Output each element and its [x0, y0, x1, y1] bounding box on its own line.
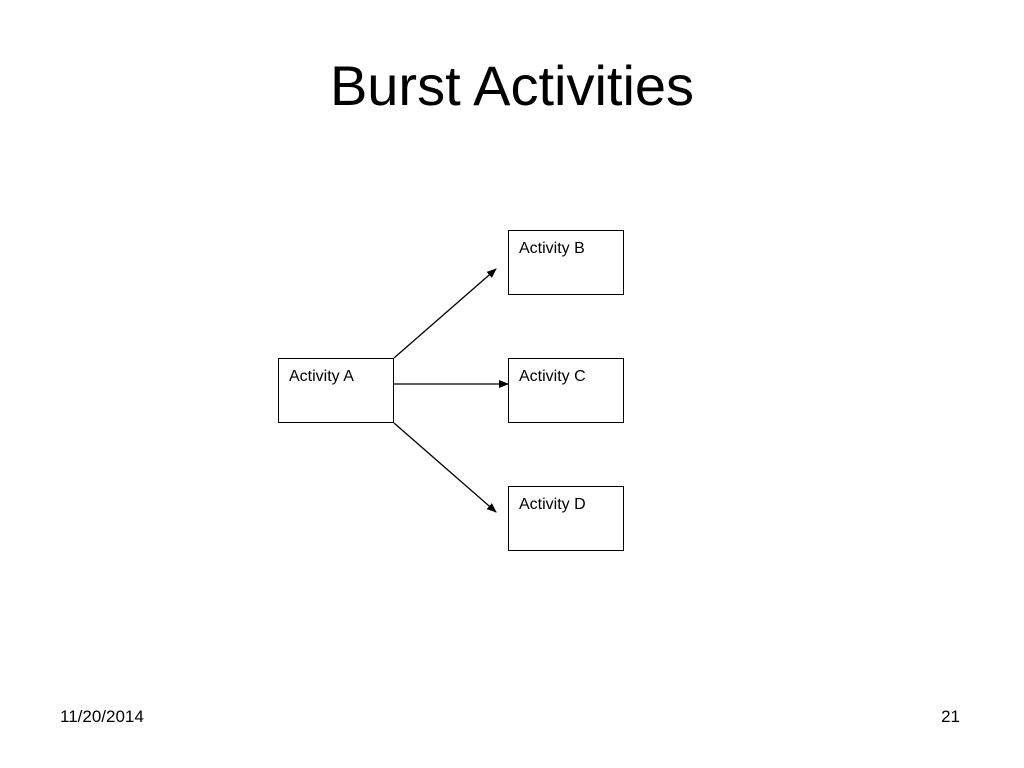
activity-d-label: Activity D — [519, 496, 586, 513]
edge-a-to-d — [393, 422, 497, 513]
activity-b-node: Activity B — [508, 230, 624, 295]
page-number: 21 — [941, 707, 960, 726]
activity-a-label: Activity A — [289, 368, 354, 385]
slide-title: Burst Activities — [329, 54, 695, 117]
activity-d-node: Activity D — [508, 486, 624, 551]
footer-date: 11/20/2014 — [60, 707, 144, 726]
activity-c-node: Activity C — [508, 358, 624, 423]
activity-c-label: Activity C — [519, 368, 586, 385]
activity-b-label: Activity B — [519, 240, 585, 257]
edge-a-to-b — [393, 268, 497, 359]
activity-a-node: Activity A — [278, 358, 394, 423]
